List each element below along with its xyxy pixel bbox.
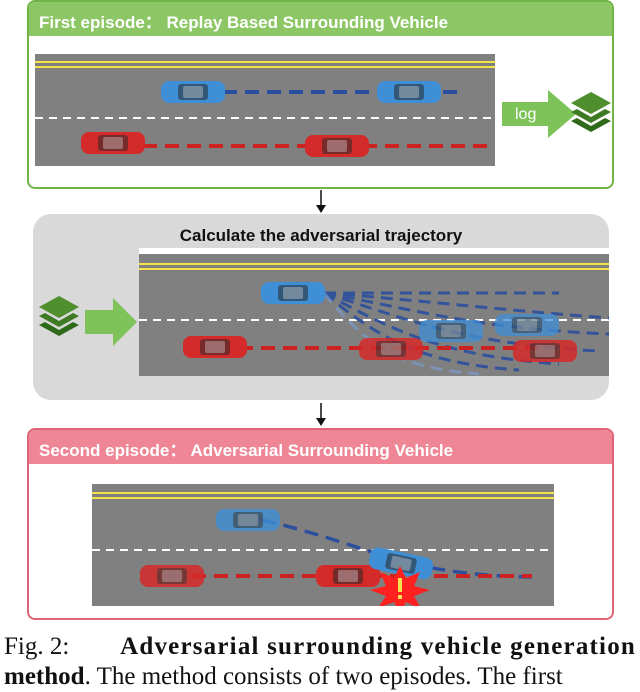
first-episode-road	[35, 48, 495, 166]
second-episode-title: Second episode： Adversarial Surrounding …	[39, 441, 454, 460]
second-episode-road	[92, 478, 554, 606]
red-car	[183, 336, 247, 358]
calculate-trajectory-title: Calculate the adversarial trajectory	[179, 226, 463, 245]
blue-car	[161, 81, 225, 103]
red-car	[81, 132, 145, 154]
red-car	[140, 565, 204, 587]
red-car	[513, 340, 577, 362]
caption-bold-line1: Adversarial surrounding vehicle generati…	[120, 633, 636, 660]
down-arrow-icon	[316, 403, 326, 426]
right-arrow-icon	[502, 90, 576, 138]
red-car	[305, 135, 369, 157]
red-car	[359, 338, 423, 360]
right-arrow-icon	[85, 298, 137, 346]
layers-icon	[571, 92, 611, 132]
caption-rest-line2: . The method consists of two episodes. T…	[84, 663, 563, 690]
red-car	[316, 565, 380, 587]
blue-car	[419, 320, 483, 342]
first-episode-title: First episode： Replay Based Surrounding …	[39, 13, 449, 32]
second-episode-header: Second episode： Adversarial Surrounding …	[29, 430, 612, 464]
blue-car	[495, 314, 559, 336]
crash-icon	[370, 566, 430, 606]
log-label: log	[515, 106, 537, 123]
first-episode-panel: First episode： Replay Based Surrounding …	[27, 0, 614, 189]
blue-car	[216, 509, 280, 531]
blue-car	[261, 282, 325, 304]
blue-car	[377, 81, 441, 103]
caption-prefix: Fig. 2:	[4, 633, 70, 660]
layers-icon	[39, 296, 79, 336]
down-arrow-icon	[316, 190, 326, 213]
caption-bold-line2: method	[4, 663, 85, 690]
calculate-trajectory-road	[139, 248, 609, 376]
second-episode-panel: Second episode： Adversarial Surrounding …	[27, 428, 614, 620]
first-episode-header: First episode： Replay Based Surrounding …	[29, 2, 612, 36]
calculate-trajectory-panel: Calculate the adversarial trajectory	[33, 214, 609, 400]
figure-caption: Fig. 2: Adversarial surrounding vehicle …	[4, 632, 636, 692]
